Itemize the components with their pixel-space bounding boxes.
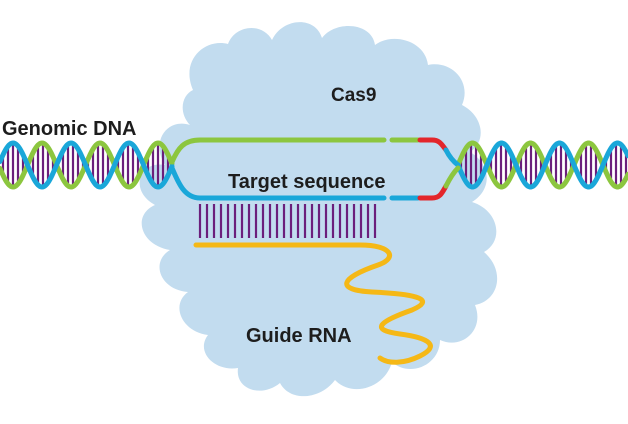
target-sequence-label: Target sequence [228,171,385,193]
genomic-dna-helix-left [0,140,175,190]
guide-rna-label: Guide RNA [246,325,352,347]
guide-rna-strand [193,242,433,365]
genomic-dna-label: Genomic DNA [2,118,136,140]
cas9-label: Cas9 [331,85,376,106]
guide-rna-base-pairs [198,204,377,238]
dna-strand-blue-left [0,140,175,190]
unwound-strand-top [169,137,387,165]
genomic-dna-helix-right [455,140,628,190]
dna-rejoin-top [443,147,461,168]
dna-rejoin-bottom [443,165,461,189]
unwound-strand-bottom [169,165,387,201]
base-pair-rungs-left [1,145,170,185]
dna-strand-blue-right [455,140,628,190]
